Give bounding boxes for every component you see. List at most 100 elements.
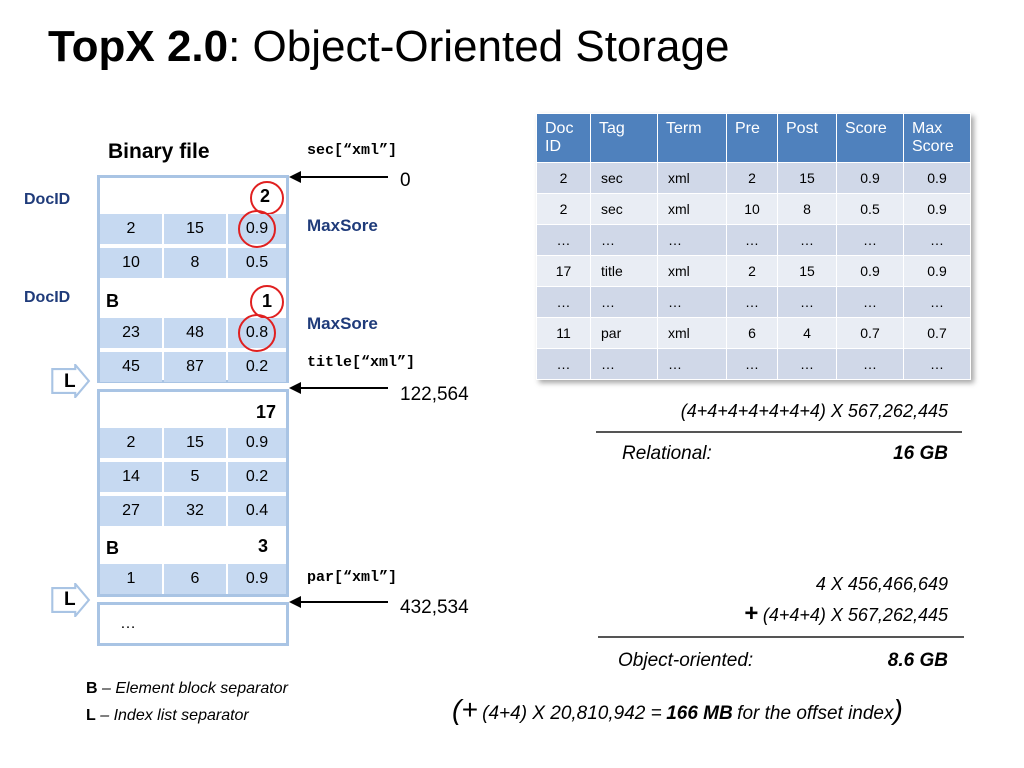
column-header: Post [777, 113, 837, 163]
table-row: … … … … … … … [536, 286, 971, 318]
table-cell: … [836, 348, 904, 380]
column-header: Term [657, 113, 727, 163]
table-cell: 0.9 [903, 193, 971, 225]
open-paren: (+ [452, 694, 478, 725]
column-header: Max Score [903, 113, 971, 163]
cell: 15 [164, 214, 226, 244]
legend-l: L – Index list separator [86, 707, 249, 725]
table-cell: … [903, 286, 971, 318]
block-docid: 3 [258, 536, 269, 556]
table-cell: 15 [777, 162, 837, 194]
binary-block-par: … [97, 602, 289, 646]
table-cell: … [836, 224, 904, 256]
offset-value: 432,534 [400, 597, 469, 618]
table-cell: 0.9 [903, 255, 971, 287]
table-cell: … [777, 286, 837, 318]
list-name-sec: sec[“xml”] [307, 142, 398, 159]
table-cell: … [657, 286, 727, 318]
plus-sign: + [744, 600, 759, 627]
relational-size: 16 GB [893, 443, 948, 464]
offset-arrow [298, 387, 388, 389]
oo-formula-line2-text: (4+4+4) X 567,262,445 [762, 605, 948, 625]
table-cell: 0.9 [836, 162, 904, 194]
table-cell: 2 [536, 193, 591, 225]
cell: 45 [100, 352, 162, 382]
arrowhead-icon [289, 596, 301, 608]
table-cell: 0.9 [903, 162, 971, 194]
offset-index-formula: (4+4) X 20,810,942 = [482, 703, 662, 724]
arrowhead-icon [289, 382, 301, 394]
table-row: 17 title xml 2 15 0.9 0.9 [536, 255, 971, 287]
oo-size: 8.6 GB [887, 650, 948, 671]
relational-label: Relational: [622, 443, 712, 464]
maxscore-label: MaxSore [307, 216, 378, 235]
table-header-row: Doc ID Tag Term Pre Post Score Max Score [536, 113, 971, 163]
table-row: 11 par xml 6 4 0.7 0.7 [536, 317, 971, 349]
binary-block-sec: 2 2 15 0.9 10 8 0.5 B 1 23 48 0.8 45 87 … [97, 175, 289, 383]
table-row: … … … … … … … [536, 348, 971, 380]
legend-l-text: – Index list separator [100, 707, 249, 724]
table-cell: xml [657, 193, 727, 225]
table-cell: … [903, 348, 971, 380]
highlight-circle [238, 210, 276, 248]
arrowhead-icon [289, 171, 301, 183]
offset-arrow [298, 601, 388, 603]
table-cell: 0.7 [836, 317, 904, 349]
relational-formula: (4+4+4+4+4+4+4) X 567,262,445 [680, 401, 948, 421]
docid-label: DocID [24, 191, 71, 208]
table-cell: … [657, 348, 727, 380]
column-header: Score [836, 113, 904, 163]
table-cell: … [836, 286, 904, 318]
table-row: 2 sec xml 10 8 0.5 0.9 [536, 193, 971, 225]
legend-l-key: L [86, 707, 96, 724]
cell: 14 [100, 462, 162, 492]
table-cell: sec [590, 162, 658, 194]
cell: 5 [164, 462, 226, 492]
cell: 27 [100, 496, 162, 526]
slide-title-bold: TopX 2.0 [48, 22, 229, 71]
table-cell: xml [657, 255, 727, 287]
offset-index-rest: for the offset index [737, 703, 894, 724]
table-cell: 0.5 [836, 193, 904, 225]
offset-arrow [298, 176, 388, 178]
cell: 0.9 [228, 428, 286, 458]
oo-formula-line2: + (4+4+4) X 567,262,445 [744, 600, 948, 628]
cell: 15 [164, 428, 226, 458]
docid-label: DocID [24, 289, 71, 306]
binary-file-label: Binary file [108, 140, 210, 163]
cell: 0.4 [228, 496, 286, 526]
offset-index-size: 166 MB [666, 703, 733, 724]
cell: 87 [164, 352, 226, 382]
table-cell: … [536, 224, 591, 256]
oo-formula-line1: 4 X 456,466,649 [815, 574, 948, 594]
legend-b-key: B [86, 680, 98, 697]
table-cell: … [590, 286, 658, 318]
cell: 0.2 [228, 352, 286, 382]
cell: 2 [100, 428, 162, 458]
cell: 0.9 [228, 564, 286, 594]
table-cell: … [536, 286, 591, 318]
slide-title: TopX 2.0: Object-Oriented Storage [48, 22, 729, 72]
block-separator-b: B [106, 291, 119, 311]
offset-index-note: (+ (4+4) X 20,810,942 = 166 MB for the o… [452, 694, 903, 726]
table-cell: … [657, 224, 727, 256]
table-cell: 15 [777, 255, 837, 287]
index-list-separator-l: L [64, 371, 76, 392]
legend-b-text: – Element block separator [102, 680, 288, 697]
table-cell: 4 [777, 317, 837, 349]
cell: 8 [164, 248, 226, 278]
index-list-separator-l: L [64, 589, 76, 610]
table-cell: 0.7 [903, 317, 971, 349]
table-cell: … [726, 348, 778, 380]
cell: 23 [100, 318, 162, 348]
close-paren: ) [893, 694, 903, 725]
cell: 32 [164, 496, 226, 526]
table-cell: par [590, 317, 658, 349]
cell: 0.5 [228, 248, 286, 278]
table-cell: … [726, 224, 778, 256]
legend-b: B – Element block separator [86, 680, 288, 698]
table-cell: 6 [726, 317, 778, 349]
table-cell: 17 [536, 255, 591, 287]
slide-title-rest: : Object-Oriented Storage [228, 22, 730, 71]
column-header: Pre [726, 113, 778, 163]
